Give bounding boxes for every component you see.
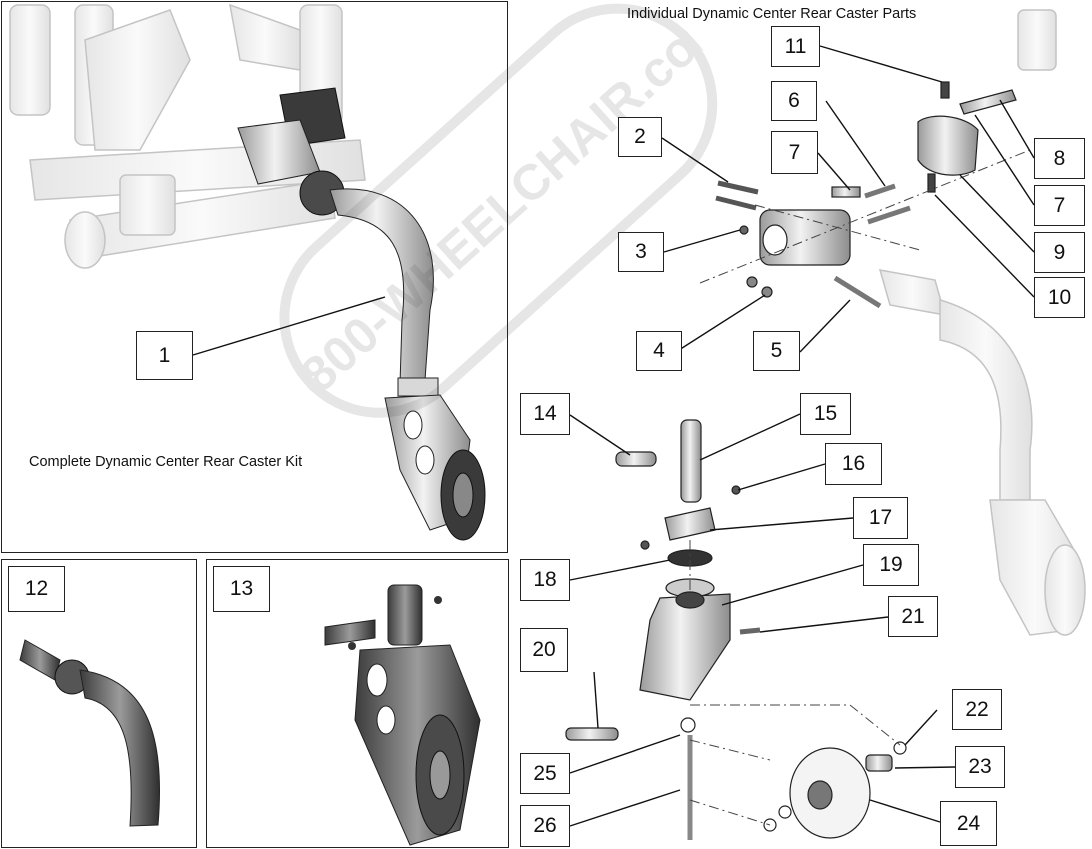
callout-13: 13 xyxy=(213,566,270,612)
callout-26: 26 xyxy=(520,805,570,847)
rear-caster-arm-assembly xyxy=(237,87,486,541)
callout-17: 17 xyxy=(853,497,908,539)
callout-9: 9 xyxy=(1034,232,1085,273)
callout-11: 11 xyxy=(771,26,820,67)
callout-20: 20 xyxy=(520,628,568,672)
parts-caption: Individual Dynamic Center Rear Caster Pa… xyxy=(627,6,917,22)
callout-21: 21 xyxy=(888,596,938,637)
assembly-center-lines xyxy=(689,149,1031,826)
callout-23: 23 xyxy=(955,746,1005,788)
callout-10: 10 xyxy=(1034,277,1085,318)
callout-leaders xyxy=(192,45,1035,827)
callout-25: 25 xyxy=(520,753,570,794)
callout-16: 16 xyxy=(825,443,882,485)
callout-14: 14 xyxy=(520,393,570,435)
callout-18: 18 xyxy=(520,559,570,601)
callout-4: 4 xyxy=(636,331,682,371)
callout-2: 2 xyxy=(618,117,662,157)
callout-1: 1 xyxy=(136,331,193,380)
callout-7-lower: 7 xyxy=(1034,185,1085,226)
callout-7-upper: 7 xyxy=(771,131,818,174)
callout-15: 15 xyxy=(800,393,851,435)
right-ghost-assembly xyxy=(878,9,1086,636)
kit-caption: Complete Dynamic Center Rear Caster Kit xyxy=(29,454,303,470)
callout-19: 19 xyxy=(863,544,919,586)
caster-fork-part-13 xyxy=(324,584,481,846)
callout-12: 12 xyxy=(8,566,65,612)
callout-3: 3 xyxy=(618,232,664,272)
exploded-parts xyxy=(565,81,1017,840)
callout-8: 8 xyxy=(1034,138,1085,179)
callout-22: 22 xyxy=(952,689,1002,730)
caster-arm-part-12 xyxy=(19,639,161,827)
callout-5: 5 xyxy=(753,331,800,371)
callout-6: 6 xyxy=(771,81,817,121)
callout-24: 24 xyxy=(940,801,997,846)
